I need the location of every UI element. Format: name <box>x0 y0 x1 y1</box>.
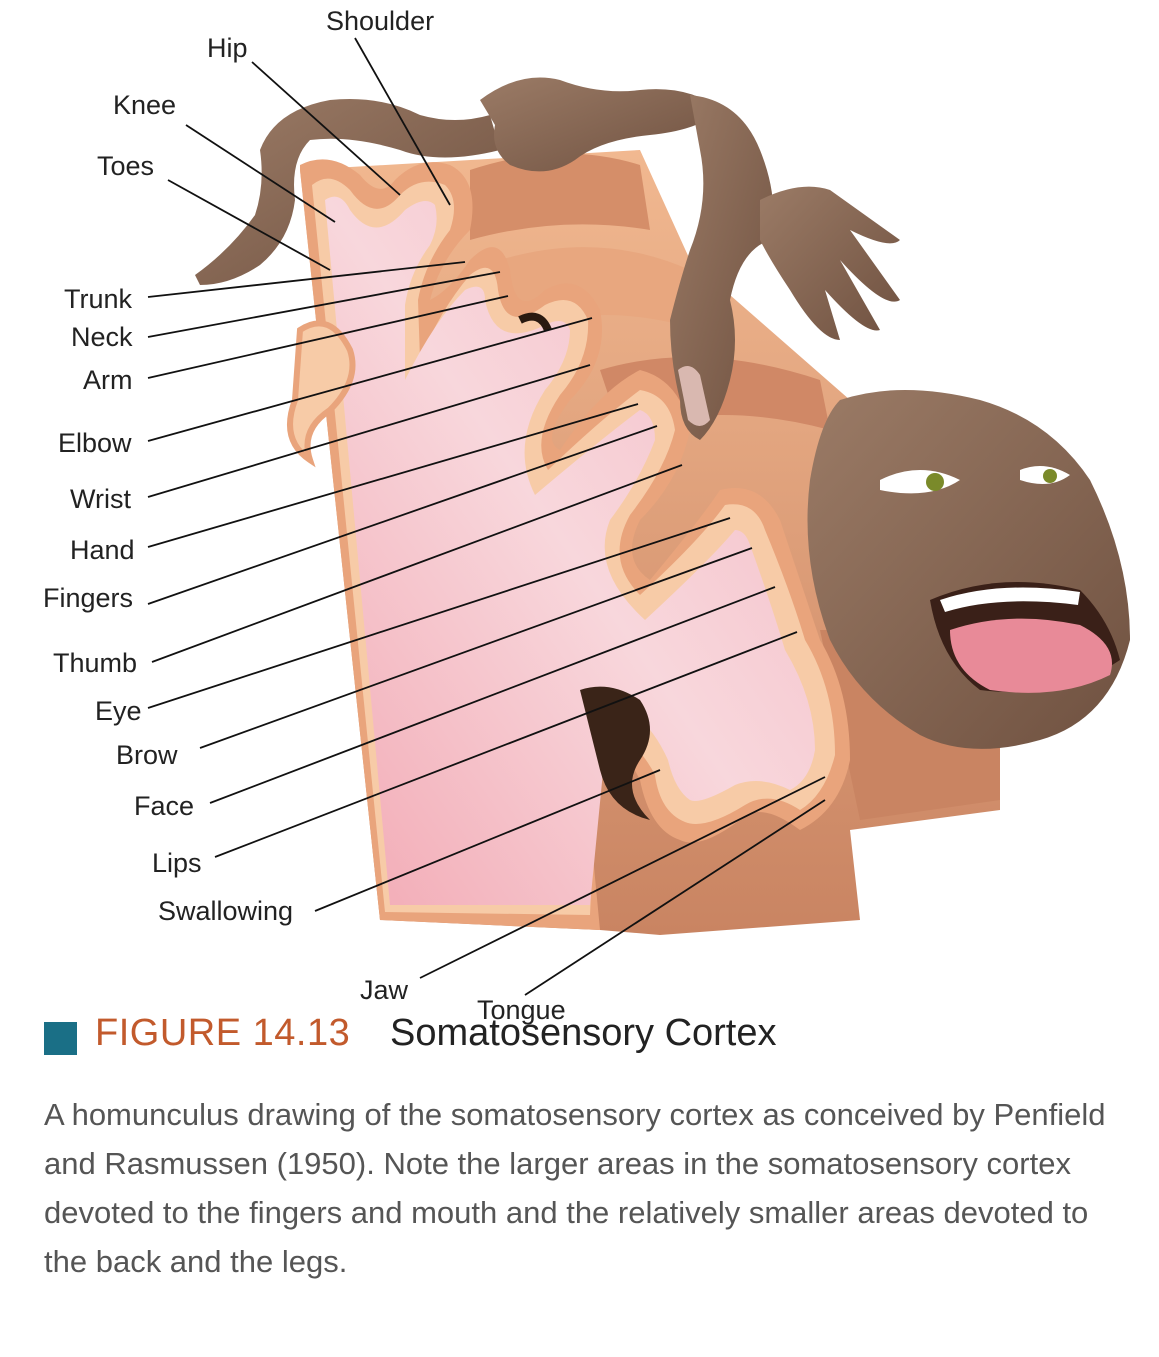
leader-lines <box>147 37 826 996</box>
label-face: Face <box>134 791 194 821</box>
label-eye: Eye <box>95 696 142 726</box>
figure-marker-square <box>44 1022 77 1055</box>
label-hip: Hip <box>207 33 248 63</box>
label-tongue: Tongue <box>477 995 566 1025</box>
label-toes: Toes <box>97 151 154 181</box>
label-jaw: Jaw <box>360 975 409 1005</box>
label-thumb: Thumb <box>53 648 137 678</box>
label-knee: Knee <box>113 90 176 120</box>
label-neck: Neck <box>71 322 133 352</box>
hand-fingers <box>760 186 900 340</box>
label-shoulder: Shoulder <box>326 6 434 36</box>
figure-caption: A homunculus drawing of the somatosensor… <box>44 1097 1106 1279</box>
label-lips: Lips <box>152 848 202 878</box>
arm <box>670 95 774 440</box>
label-fingers: Fingers <box>43 583 133 613</box>
label-hand: Hand <box>70 535 135 565</box>
tongue <box>950 618 1112 693</box>
teeth <box>940 587 1080 612</box>
homunculus-diagram: Shoulder Hip Knee Toes Trunk Neck Arm El… <box>43 6 1130 1025</box>
legs <box>195 99 500 285</box>
torso-head <box>480 77 720 172</box>
homunculus-figure <box>195 77 1130 749</box>
diagram-labels: Shoulder Hip Knee Toes Trunk Neck Arm El… <box>43 6 566 1025</box>
label-brow: Brow <box>116 740 178 770</box>
label-trunk: Trunk <box>64 284 133 314</box>
label-elbow: Elbow <box>58 428 132 458</box>
thumb-nail <box>678 366 710 426</box>
figure-title: Somatosensory Cortex <box>390 1012 777 1054</box>
cortex-cross-section <box>287 159 850 930</box>
figure-number: FIGURE 14.13 <box>95 1012 351 1054</box>
label-swallowing: Swallowing <box>158 896 293 926</box>
label-arm: Arm <box>83 365 133 395</box>
label-wrist: Wrist <box>70 484 131 514</box>
